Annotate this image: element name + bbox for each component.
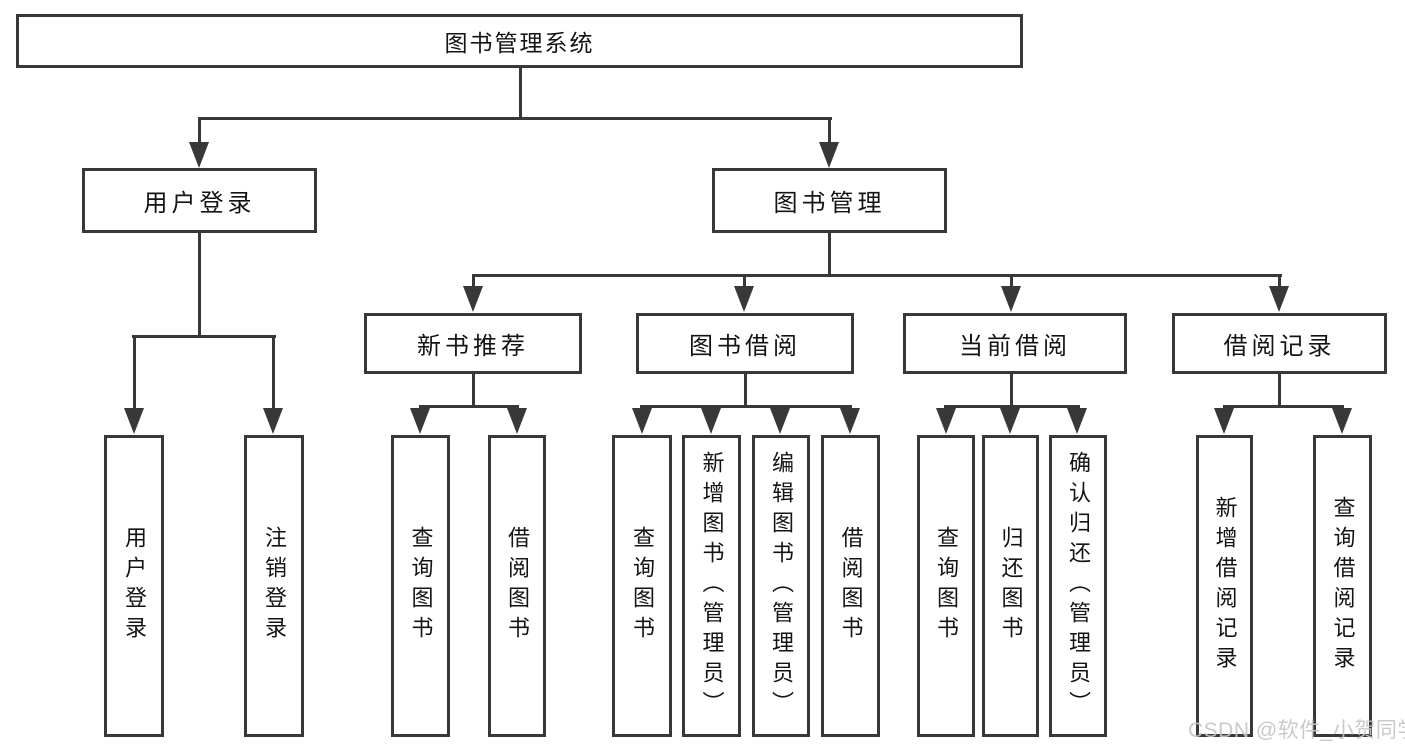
- connector-line: [472, 274, 475, 288]
- node-label: 新增借阅记录: [1212, 496, 1238, 676]
- node-label: 新增图书（管理员）: [699, 451, 725, 721]
- watermark: CSDN @软件_小贺同学: [1188, 719, 1405, 742]
- node-query-books-borrow: 查询图书: [612, 435, 672, 737]
- arrow-down-icon: [1269, 286, 1289, 312]
- node-label: 图书管理系统: [444, 30, 595, 56]
- node-user-login-leaf: 用户登录: [104, 435, 164, 737]
- arrow-down-icon: [263, 408, 283, 434]
- arrow-down-icon: [1214, 408, 1234, 434]
- node-label: 新书推荐: [417, 333, 529, 360]
- node-query-borrow-record: 查询借阅记录: [1313, 435, 1372, 737]
- node-label: 确认归还（管理员）: [1066, 451, 1091, 721]
- node-label: 编辑图书（管理员）: [769, 451, 794, 721]
- connector-line: [1010, 374, 1013, 408]
- node-label: 借阅图书: [505, 526, 530, 646]
- connector-line: [472, 274, 1282, 277]
- node-user-login: 用户登录: [82, 168, 317, 233]
- node-query-books-current: 查询图书: [917, 435, 975, 737]
- node-borrowing-records: 借阅记录: [1172, 313, 1387, 374]
- connector-line: [744, 374, 747, 408]
- node-book-management: 图书管理: [712, 168, 947, 233]
- node-label: 借阅记录: [1223, 333, 1336, 360]
- connector-line: [1223, 405, 1344, 408]
- connector-line: [198, 233, 201, 338]
- arrow-down-icon: [632, 408, 652, 434]
- node-library-management-system: 图书管理系统: [16, 14, 1023, 68]
- node-add-borrow-record: 新增借阅记录: [1196, 435, 1253, 737]
- node-label: 归还图书: [998, 526, 1024, 646]
- node-label: 借阅图书: [838, 526, 864, 646]
- node-borrow-books-leaf: 借阅图书: [821, 435, 880, 737]
- connector-line: [198, 117, 201, 147]
- node-borrow-books-recommend: 借阅图书: [488, 435, 546, 737]
- node-label: 查询图书: [630, 526, 655, 646]
- arrow-down-icon: [1332, 408, 1352, 434]
- node-current-borrowing: 当前借阅: [903, 313, 1127, 374]
- node-book-borrowing: 图书借阅: [636, 313, 854, 374]
- node-add-book-admin: 新增图书（管理员）: [682, 435, 741, 737]
- arrow-down-icon: [189, 142, 209, 168]
- connector-line: [1010, 274, 1013, 288]
- arrow-down-icon: [1000, 408, 1020, 434]
- connector-line: [419, 405, 519, 408]
- arrow-down-icon: [1001, 286, 1021, 312]
- node-label: 查询图书: [934, 526, 959, 646]
- connector-line: [640, 405, 852, 408]
- node-label: 查询借阅记录: [1330, 496, 1356, 676]
- connector-line: [472, 374, 475, 408]
- connector-line: [519, 68, 522, 119]
- connector-line: [743, 274, 746, 288]
- connector-line: [1278, 374, 1281, 408]
- node-logout: 注销登录: [244, 435, 304, 737]
- node-label: 图书管理: [773, 190, 886, 217]
- node-edit-book-admin: 编辑图书（管理员）: [752, 435, 810, 737]
- arrow-down-icon: [936, 408, 956, 434]
- arrow-down-icon: [410, 408, 430, 434]
- arrow-down-icon: [770, 408, 790, 434]
- node-label: 当前借阅: [959, 333, 1071, 360]
- node-label: 图书借阅: [689, 333, 801, 360]
- connector-line: [132, 335, 276, 338]
- node-query-books-recommend: 查询图书: [391, 435, 450, 737]
- connector-line: [1278, 274, 1281, 288]
- connector-line: [133, 335, 136, 413]
- node-label: 用户登录: [143, 190, 256, 217]
- connector-line: [828, 117, 831, 147]
- arrow-down-icon: [701, 408, 721, 434]
- arrow-down-icon: [840, 408, 860, 434]
- arrow-down-icon: [507, 408, 527, 434]
- arrow-down-icon: [819, 142, 839, 168]
- node-new-book-recommendation: 新书推荐: [364, 313, 582, 374]
- connector-line: [272, 335, 275, 413]
- node-label: 用户登录: [122, 526, 147, 646]
- node-return-books: 归还图书: [982, 435, 1039, 737]
- arrow-down-icon: [1067, 408, 1087, 434]
- node-confirm-return-admin: 确认归还（管理员）: [1049, 435, 1107, 737]
- node-label: 注销登录: [262, 526, 287, 646]
- arrow-down-icon: [463, 286, 483, 312]
- connector-line: [198, 117, 832, 120]
- arrow-down-icon: [734, 286, 754, 312]
- arrow-down-icon: [124, 408, 144, 434]
- connector-line: [828, 233, 831, 277]
- connector-line: [944, 405, 1080, 408]
- node-label: 查询图书: [408, 526, 434, 646]
